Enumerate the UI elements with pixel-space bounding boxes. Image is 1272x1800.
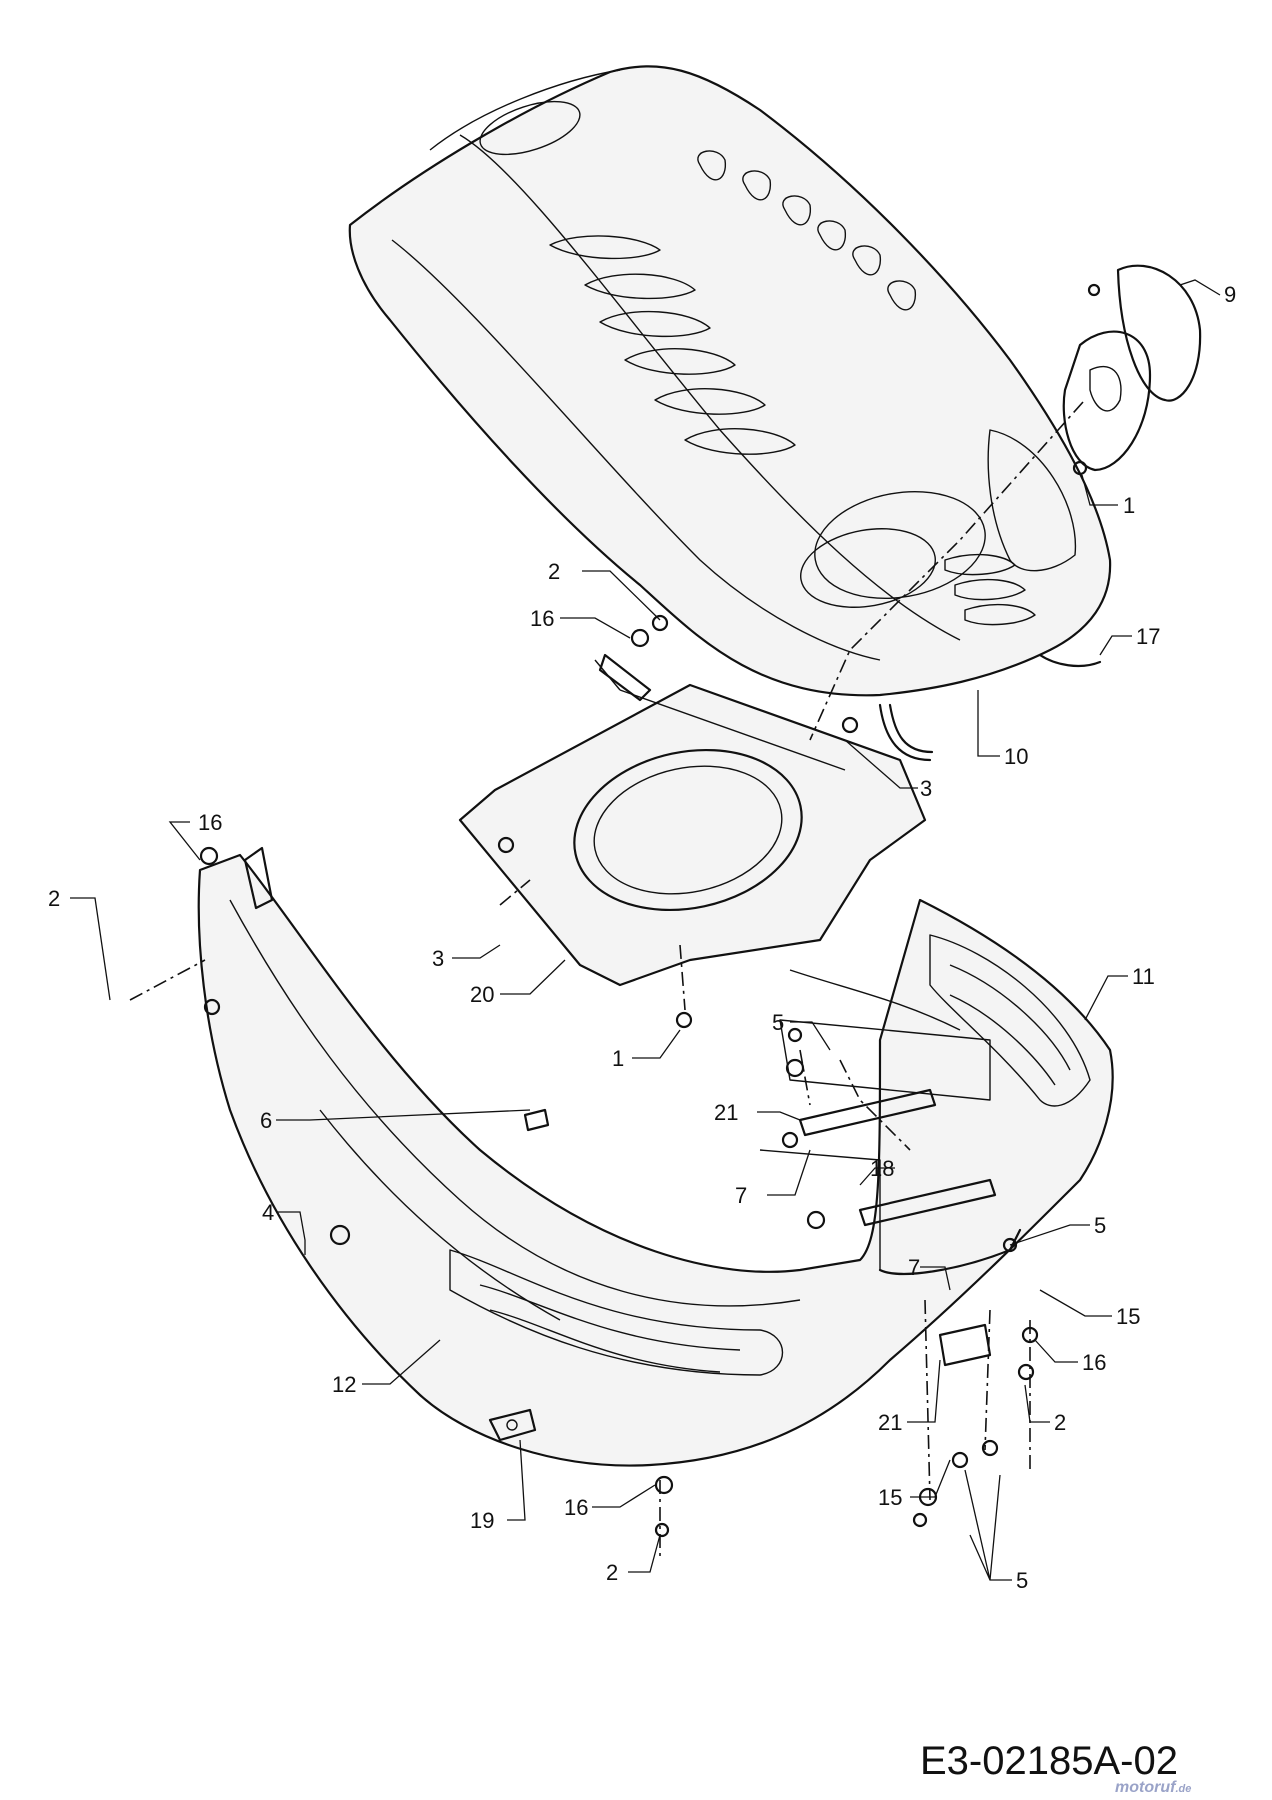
callout-7: 7	[735, 1183, 747, 1208]
callout-2: 2	[48, 886, 60, 911]
callout-9: 9	[1224, 282, 1236, 307]
assembly-lines	[129, 401, 1084, 1560]
callout-2: 2	[548, 559, 560, 584]
callout-5: 5	[1016, 1568, 1028, 1593]
callout-3: 3	[920, 776, 932, 801]
callout-16: 16	[1082, 1350, 1106, 1375]
callout-1: 1	[612, 1046, 624, 1071]
watermark-logo: motoruf.de	[1115, 1779, 1191, 1796]
callout-10: 10	[1004, 744, 1028, 769]
callout-3: 3	[432, 946, 444, 971]
callout-16: 16	[564, 1495, 588, 1520]
hood-cover	[348, 65, 1202, 762]
callout-labels: 9 1 17 10 2 16 3 16 2 3 11 20 5 1 6 21 7…	[48, 282, 1236, 1593]
callout-4: 4	[262, 1200, 274, 1225]
callout-5: 5	[1094, 1213, 1106, 1238]
callout-2: 2	[606, 1560, 618, 1585]
callout-5: 5	[772, 1010, 784, 1035]
fasteners	[199, 283, 1101, 1538]
callout-17: 17	[1136, 624, 1160, 649]
drawing-code: E3-02185A-02	[920, 1739, 1178, 1783]
callout-20: 20	[470, 982, 494, 1007]
callout-6: 6	[260, 1108, 272, 1133]
callout-19: 19	[470, 1508, 494, 1533]
callout-18: 18	[870, 1156, 894, 1181]
dash-panel	[458, 653, 927, 987]
callout-2: 2	[1054, 1410, 1066, 1435]
callout-16: 16	[530, 606, 554, 631]
callout-12: 12	[332, 1372, 356, 1397]
callout-15: 15	[1116, 1304, 1140, 1329]
leader-lines	[70, 279, 1221, 1581]
callout-15: 15	[878, 1485, 902, 1510]
callout-16: 16	[198, 810, 222, 835]
lower-body	[197, 846, 1114, 1467]
callout-21: 21	[878, 1410, 902, 1435]
callout-1: 1	[1123, 493, 1135, 518]
callout-21: 21	[714, 1100, 738, 1125]
callout-7: 7	[908, 1255, 920, 1280]
callout-11: 11	[1132, 964, 1155, 989]
